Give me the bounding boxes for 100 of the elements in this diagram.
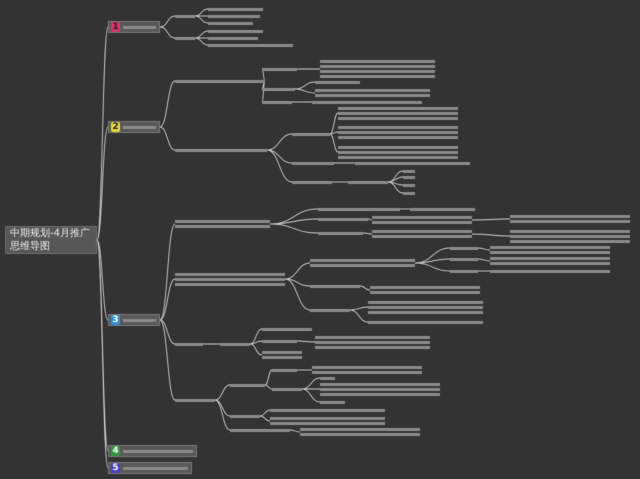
number-icon: 5 (111, 463, 120, 473)
number-icon: 4 (111, 446, 120, 456)
illegible-text-bar (262, 88, 295, 90)
illegible-text-bar (175, 80, 265, 82)
illegible-text-bar (175, 398, 215, 402)
illegible-text-bar (403, 184, 415, 186)
connector-line (96, 126, 108, 240)
illegible-text-bar (208, 30, 263, 32)
illegible-text-bar (315, 80, 360, 84)
illegible-text-bar (312, 100, 422, 104)
connector-line (250, 328, 262, 344)
illegible-text-bar (450, 270, 478, 272)
topic-text: 中期规划-4月推广思维导图 (10, 227, 91, 253)
connector-line (264, 370, 272, 386)
illegible-text-bar (318, 208, 400, 210)
illegible-text-bar (175, 272, 285, 286)
illegible-text-bar (262, 328, 312, 330)
illegible-text-bar (318, 232, 363, 234)
illegible-text-bar (208, 36, 258, 40)
connector-line (266, 150, 292, 182)
branch-topic-box (108, 21, 160, 33)
illegible-text-bar (292, 132, 330, 136)
illegible-text-bar (318, 218, 368, 220)
illegible-text-bar (310, 284, 360, 288)
number-icon: 2 (111, 122, 120, 132)
connector-line (160, 16, 176, 28)
connector-line (160, 126, 176, 150)
illegible-text-bar (490, 270, 610, 272)
connector-line (296, 68, 320, 70)
illegible-text-bar (300, 428, 420, 436)
illegible-text-bar (510, 215, 630, 223)
illegible-text-bar (320, 376, 335, 380)
root-topic-box (5, 226, 97, 254)
connector-line (400, 208, 410, 210)
connector-line (250, 344, 262, 356)
connector-line (472, 218, 510, 220)
illegible-text-bar (175, 342, 203, 346)
illegible-text-bar (410, 208, 475, 210)
connector-line (330, 132, 338, 134)
illegible-text-bar (370, 286, 480, 294)
connector-line (478, 248, 490, 250)
illegible-text-bar (262, 68, 297, 70)
connector-line (330, 112, 338, 134)
illegible-text-bar (230, 414, 260, 418)
illegible-text-bar (230, 428, 290, 432)
branch-topic-box (108, 462, 192, 474)
connector-line (194, 30, 208, 38)
illegible-text-bar (368, 300, 483, 314)
illegible-text-bar (310, 259, 415, 267)
connector-line (250, 340, 262, 344)
illegible-text-bar (310, 308, 350, 312)
connector-line (362, 232, 372, 234)
illegible-text-bar (403, 192, 415, 194)
number-icon: 1 (111, 22, 120, 32)
illegible-text-bar (315, 336, 430, 348)
connector-line (260, 416, 270, 422)
connector-line (478, 270, 490, 272)
connector-line (388, 170, 404, 182)
connector-line (302, 378, 320, 390)
illegible-text-bar (262, 340, 297, 342)
number-icon: 3 (111, 315, 120, 325)
illegible-text-bar (220, 342, 250, 346)
illegible-text-bar (338, 146, 458, 158)
illegible-text-bar (208, 44, 293, 46)
illegible-text-bar (230, 384, 265, 386)
connector-line (368, 218, 372, 220)
connector-line (160, 26, 176, 38)
connector-line (350, 306, 368, 310)
illegible-text-bar (348, 180, 388, 184)
connector-line (472, 234, 510, 236)
connector-line (296, 340, 316, 342)
illegible-text-bar (208, 14, 260, 18)
illegible-text-bar (315, 89, 430, 97)
connector-line (334, 162, 356, 164)
branch-topic-box (108, 314, 160, 326)
connector-line (262, 80, 266, 102)
connector-line (160, 224, 176, 320)
connector-line (294, 88, 316, 94)
connector-line (214, 384, 230, 400)
connector-line (160, 320, 176, 400)
illegible-text-bar (355, 162, 470, 164)
illegible-text-bar (372, 230, 472, 238)
connector-line (266, 134, 292, 150)
connector-line (214, 400, 230, 430)
illegible-text-bar (320, 382, 440, 396)
illegible-text-bar (175, 36, 195, 40)
illegible-text-bar (175, 14, 195, 18)
connector-line (284, 278, 310, 286)
connector-line (160, 80, 176, 128)
illegible-text-bar (490, 257, 610, 265)
connector-line (284, 278, 310, 310)
connector-line (262, 68, 266, 82)
illegible-text-bar (175, 148, 267, 152)
branch-topic-box (108, 445, 197, 457)
connector-line (290, 430, 300, 432)
illegible-text-bar (338, 126, 458, 138)
illegible-text-bar (510, 230, 630, 242)
illegible-text-bar (368, 320, 483, 324)
connector-line (194, 8, 208, 16)
connector-line (302, 388, 320, 390)
